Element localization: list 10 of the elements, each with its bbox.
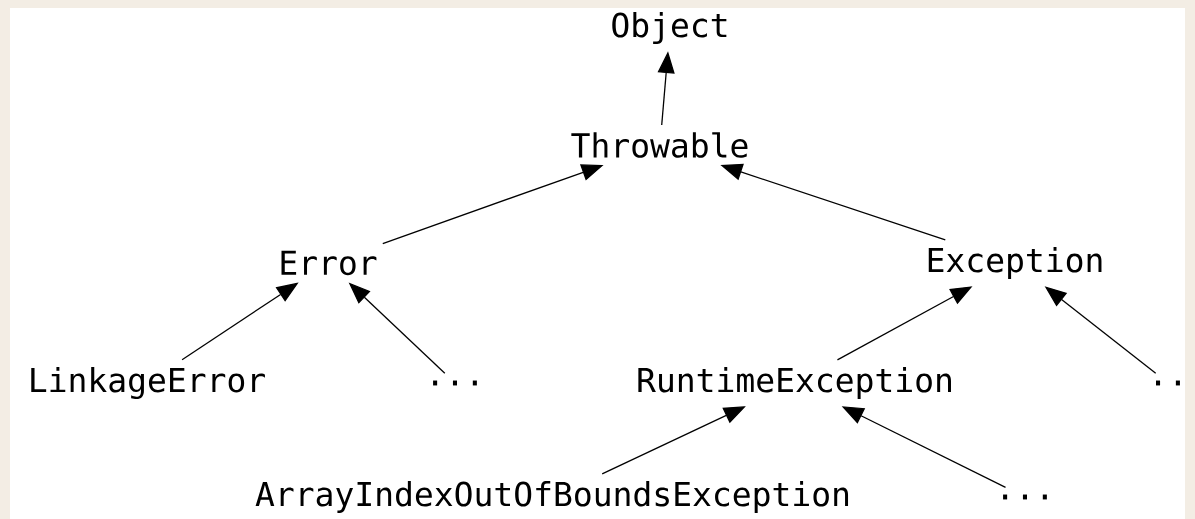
class-name: Throwable: [571, 132, 748, 158]
class-name: ...: [433, 380, 477, 386]
class-name: Object: [612, 12, 727, 44]
class-name: ArrayIndexOutOfBoundsException: [255, 481, 849, 513]
class-name: Exception: [928, 247, 1102, 279]
class-name: Error: [281, 250, 377, 276]
class-name: ...: [1003, 494, 1047, 500]
class-name: RuntimeException: [638, 367, 951, 399]
class-name: LinkageError: [31, 366, 265, 400]
class-name: ..: [1156, 380, 1180, 386]
